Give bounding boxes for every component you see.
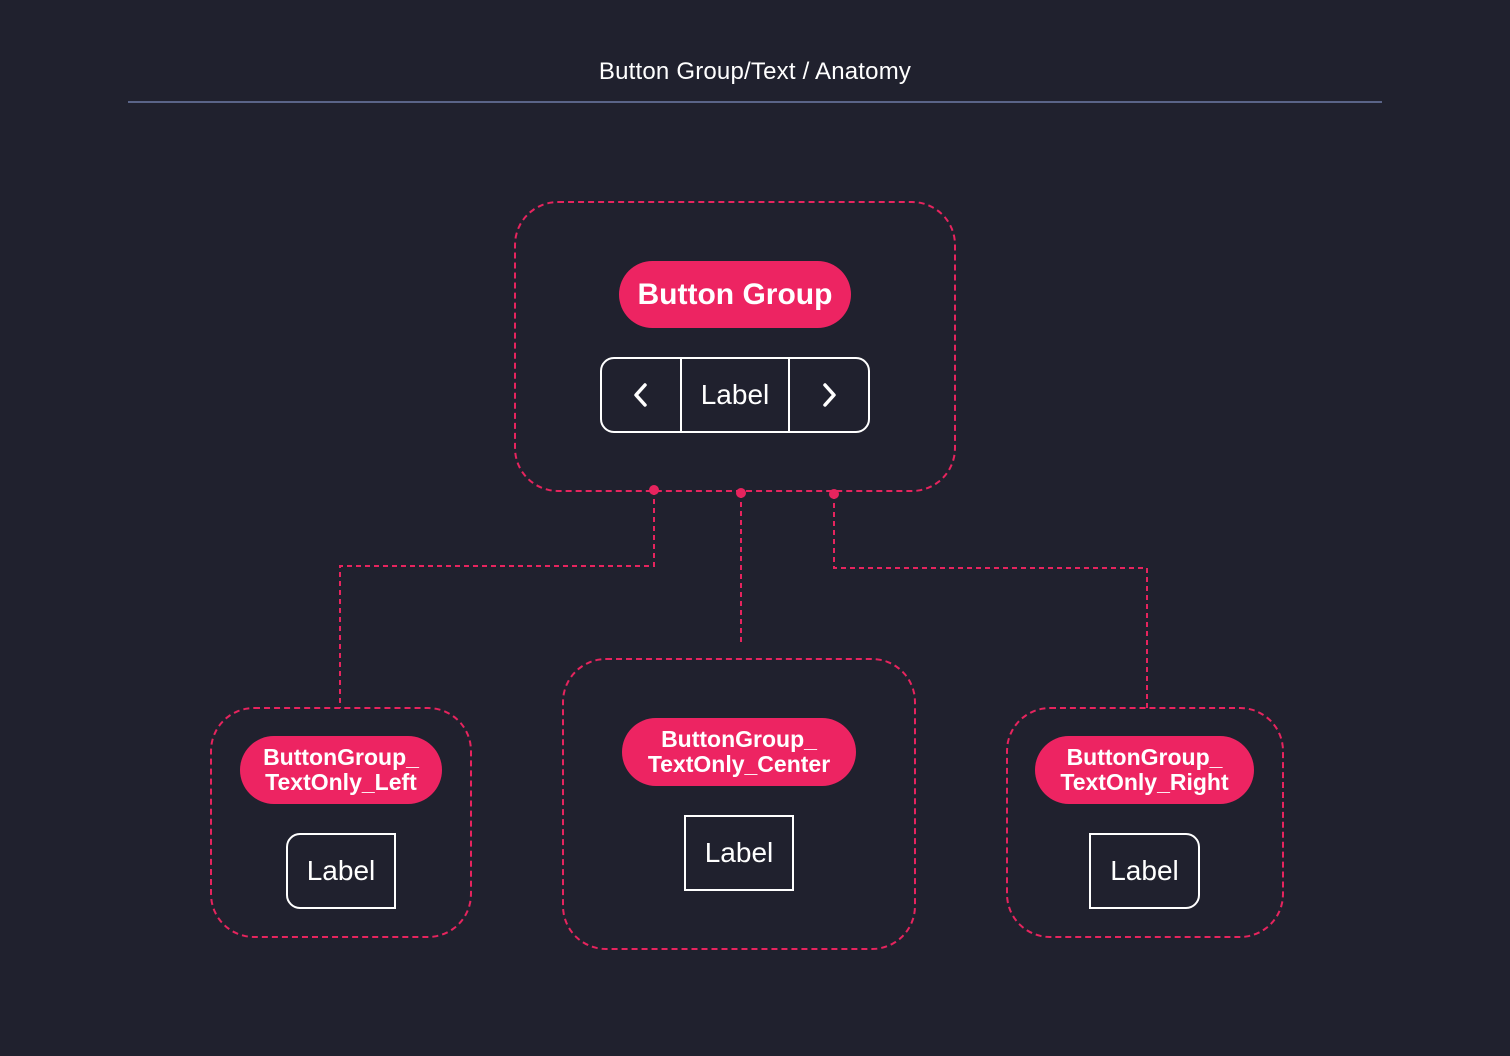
variant-badge-right: ButtonGroup_ TextOnly_Right [1035, 736, 1254, 804]
label-button-left[interactable]: Label [286, 833, 396, 909]
next-button[interactable] [790, 359, 868, 431]
variant-frame-right [1006, 707, 1284, 938]
variant-frame-center [562, 658, 916, 950]
chevron-right-icon [823, 383, 836, 407]
button-group-frame [514, 201, 956, 492]
variant-frame-left [210, 707, 472, 938]
connector-right [833, 494, 1148, 708]
title-divider [128, 101, 1382, 103]
variant-badge-center: ButtonGroup_ TextOnly_Center [622, 718, 856, 786]
prev-button[interactable] [602, 359, 682, 431]
variant-badge-left: ButtonGroup_ TextOnly_Left [240, 736, 442, 804]
label-button-right[interactable]: Label [1089, 833, 1200, 909]
page-title: Button Group/Text / Anatomy [598, 58, 912, 85]
connector-left [339, 490, 655, 708]
label-button[interactable]: Label [682, 359, 790, 431]
chevron-left-icon [634, 383, 647, 407]
button-group: Label [600, 357, 870, 433]
label-button-center[interactable]: Label [684, 815, 794, 891]
button-group-badge: Button Group [619, 261, 851, 328]
